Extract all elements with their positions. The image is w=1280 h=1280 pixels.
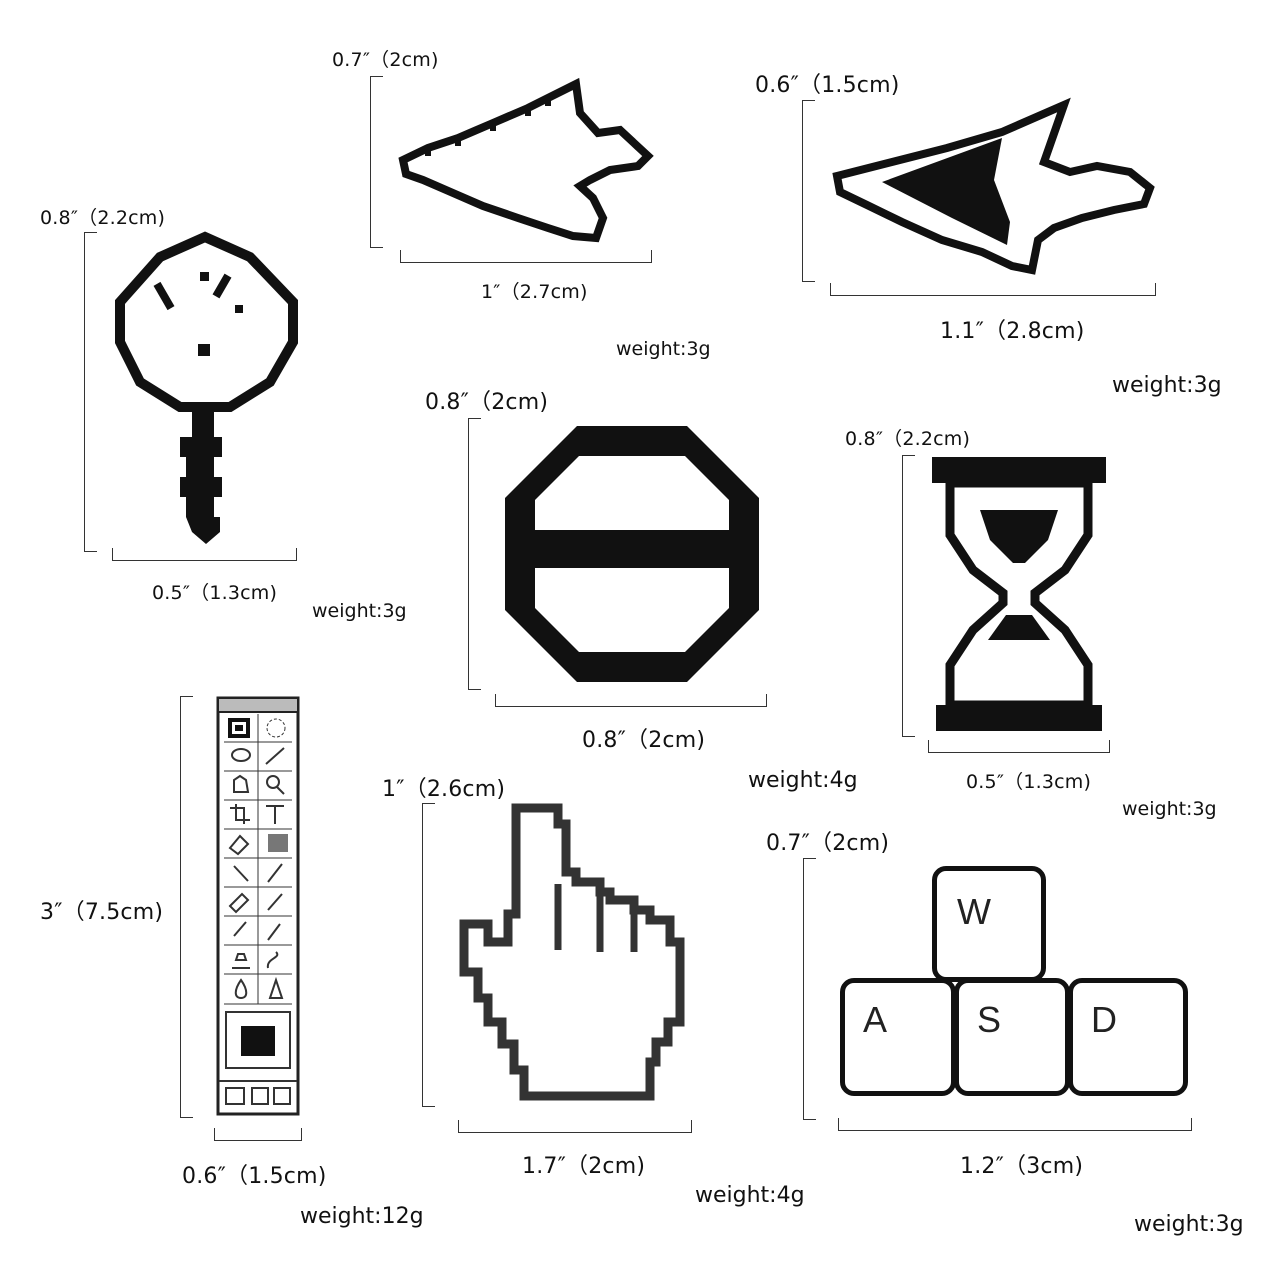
- toolbar-width-label: 0.6″（1.5cm): [182, 1164, 327, 1189]
- magnifier-height-label: 0.8″（2.2cm): [40, 207, 166, 229]
- magnifier-height-bracket: [84, 232, 97, 552]
- stop-sign-width-bracket: [495, 694, 767, 707]
- small-arrow-height-bracket: [370, 76, 383, 248]
- stop-sign-height-label: 0.8″（2cm): [425, 390, 549, 415]
- toolbar-height-label: 3″（7.5cm): [40, 900, 164, 925]
- s-key-label: S: [977, 999, 1002, 1040]
- small-arrow-height-label: 0.7″（2cm): [332, 49, 439, 71]
- small-arrow-width-label: 1″（2.7cm): [481, 281, 588, 303]
- wasd-width-label: 1.2″（3cm): [960, 1154, 1084, 1179]
- stop-sign-width-label: 0.8″（2cm): [582, 728, 706, 753]
- wasd-width-bracket: [838, 1118, 1192, 1131]
- stop-sign-weight: weight:4g: [748, 768, 858, 793]
- hand-cursor-height-label: 1″（2.6cm): [382, 777, 506, 802]
- d-key-label: D: [1091, 999, 1117, 1040]
- hourglass-weight: weight:3g: [1122, 798, 1217, 820]
- wasd-height-bracket: [803, 858, 816, 1120]
- large-arrow-width-label: 1.1″（2.8cm): [940, 319, 1085, 344]
- d-key: D: [1068, 978, 1188, 1096]
- stop-sign-height-bracket: [468, 418, 481, 690]
- hourglass-height-bracket: [902, 455, 915, 737]
- toolbar-height-bracket: [180, 696, 193, 1118]
- magnifier-width-bracket: [112, 548, 297, 561]
- magnifier-weight: weight:3g: [312, 600, 407, 622]
- magnifier-pin-image: [110, 231, 300, 552]
- small-arrow-pin-image: [398, 77, 654, 246]
- large-arrow-weight: weight:3g: [1112, 373, 1222, 398]
- s-key: S: [954, 978, 1070, 1096]
- hand-cursor-pin-image: [458, 802, 690, 1104]
- toolbar-weight: weight:12g: [300, 1204, 424, 1229]
- wasd-weight: weight:3g: [1134, 1212, 1244, 1237]
- w-key: W: [932, 866, 1046, 982]
- hand-cursor-width-label: 1.7″（2cm): [522, 1154, 646, 1179]
- hourglass-pin-image: [930, 455, 1108, 733]
- toolbar-width-bracket: [214, 1128, 302, 1141]
- large-arrow-pin-image: [832, 97, 1157, 280]
- a-key: A: [840, 978, 956, 1096]
- magnifier-width-label: 0.5″（1.3cm): [152, 582, 278, 604]
- hourglass-width-label: 0.5″（1.3cm): [966, 771, 1092, 793]
- w-key-label: W: [957, 891, 991, 932]
- toolbar-pin-image: [216, 696, 300, 1116]
- large-arrow-height-bracket: [802, 100, 815, 282]
- large-arrow-width-bracket: [830, 283, 1156, 296]
- hand-cursor-height-bracket: [422, 803, 435, 1107]
- a-key-label: A: [863, 999, 888, 1040]
- small-arrow-width-bracket: [400, 250, 652, 263]
- hourglass-height-label: 0.8″（2.2cm): [845, 428, 971, 450]
- stop-sign-pin-image: [497, 420, 767, 688]
- hand-cursor-weight: weight:4g: [695, 1183, 805, 1208]
- hourglass-width-bracket: [928, 740, 1110, 753]
- large-arrow-height-label: 0.6″（1.5cm): [755, 73, 900, 98]
- wasd-height-label: 0.7″（2cm): [766, 831, 890, 856]
- small-arrow-weight: weight:3g: [616, 338, 711, 360]
- hand-cursor-width-bracket: [458, 1120, 692, 1133]
